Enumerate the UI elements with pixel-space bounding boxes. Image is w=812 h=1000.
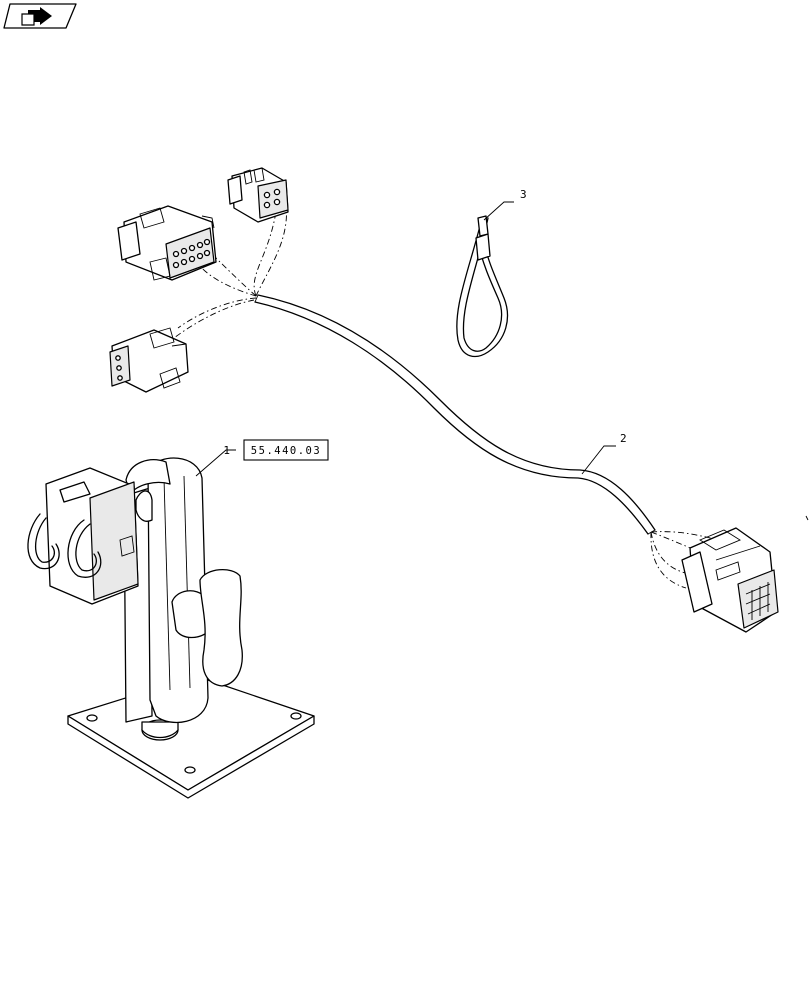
- callout-1-reference: 55.440.03: [251, 445, 321, 457]
- connector-3pin-left: [109, 327, 189, 393]
- callout-3: 3: [483, 188, 527, 221]
- connector-12pin-bottom: [681, 527, 779, 633]
- callout-3-number: 3: [520, 188, 527, 201]
- cable-tie: [456, 215, 509, 358]
- callout-1: 1 55.440.03: [195, 439, 329, 477]
- nav-badge[interactable]: [3, 3, 77, 29]
- callout-1-number: 1: [223, 444, 230, 457]
- callout-1-reference-box: [243, 439, 329, 461]
- harness-wires-upper: [173, 204, 287, 339]
- connector-10pin: [117, 205, 217, 281]
- harness-cable: [254, 294, 656, 535]
- mounting-bracket: [27, 457, 315, 799]
- next-page-arrow-icon: [21, 7, 52, 26]
- callout-2-number: 2: [620, 432, 627, 445]
- callout-2: 2: [581, 432, 627, 475]
- connector-4pin-top: [227, 167, 289, 223]
